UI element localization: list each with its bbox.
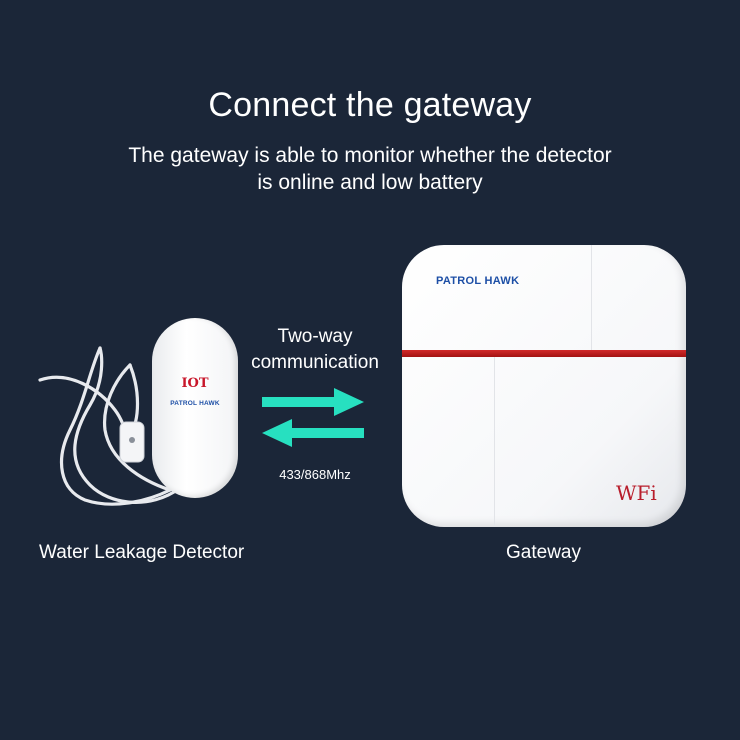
wifi-logo: WFi: [616, 481, 657, 505]
gateway-panel-seam: [494, 357, 495, 527]
iot-logo: IOT: [181, 376, 209, 391]
communication-label-line-1: Two-way: [277, 326, 353, 347]
gateway-panel-seam: [591, 245, 592, 350]
gateway-device-image: PATROL HAWK WFi: [402, 245, 686, 527]
subtitle-line-2: is online and low battery: [257, 171, 483, 194]
subtitle-line-1: The gateway is able to monitor whether t…: [128, 144, 612, 167]
sensor-cable-icon: [38, 346, 182, 506]
detector-housing: IOT PATROL HAWK: [152, 318, 238, 498]
page-title: Connect the gateway: [208, 86, 532, 124]
page-subtitle: The gateway is able to monitor whether t…: [0, 142, 740, 196]
detector-caption: Water Leakage Detector: [39, 542, 245, 563]
water-leakage-detector-image: IOT PATROL HAWK: [30, 310, 260, 520]
communication-label-line-2: communication: [251, 352, 379, 373]
two-way-arrows-icon: [262, 388, 364, 447]
communication-label: Two-way communication: [240, 324, 390, 376]
frequency-label: 433/868Mhz: [279, 467, 351, 482]
gateway-red-band: [402, 350, 686, 357]
detector-brand-label: PATROL HAWK: [170, 400, 220, 407]
gateway-caption: Gateway: [506, 542, 581, 563]
gateway-brand-label: PATROL HAWK: [436, 275, 520, 287]
